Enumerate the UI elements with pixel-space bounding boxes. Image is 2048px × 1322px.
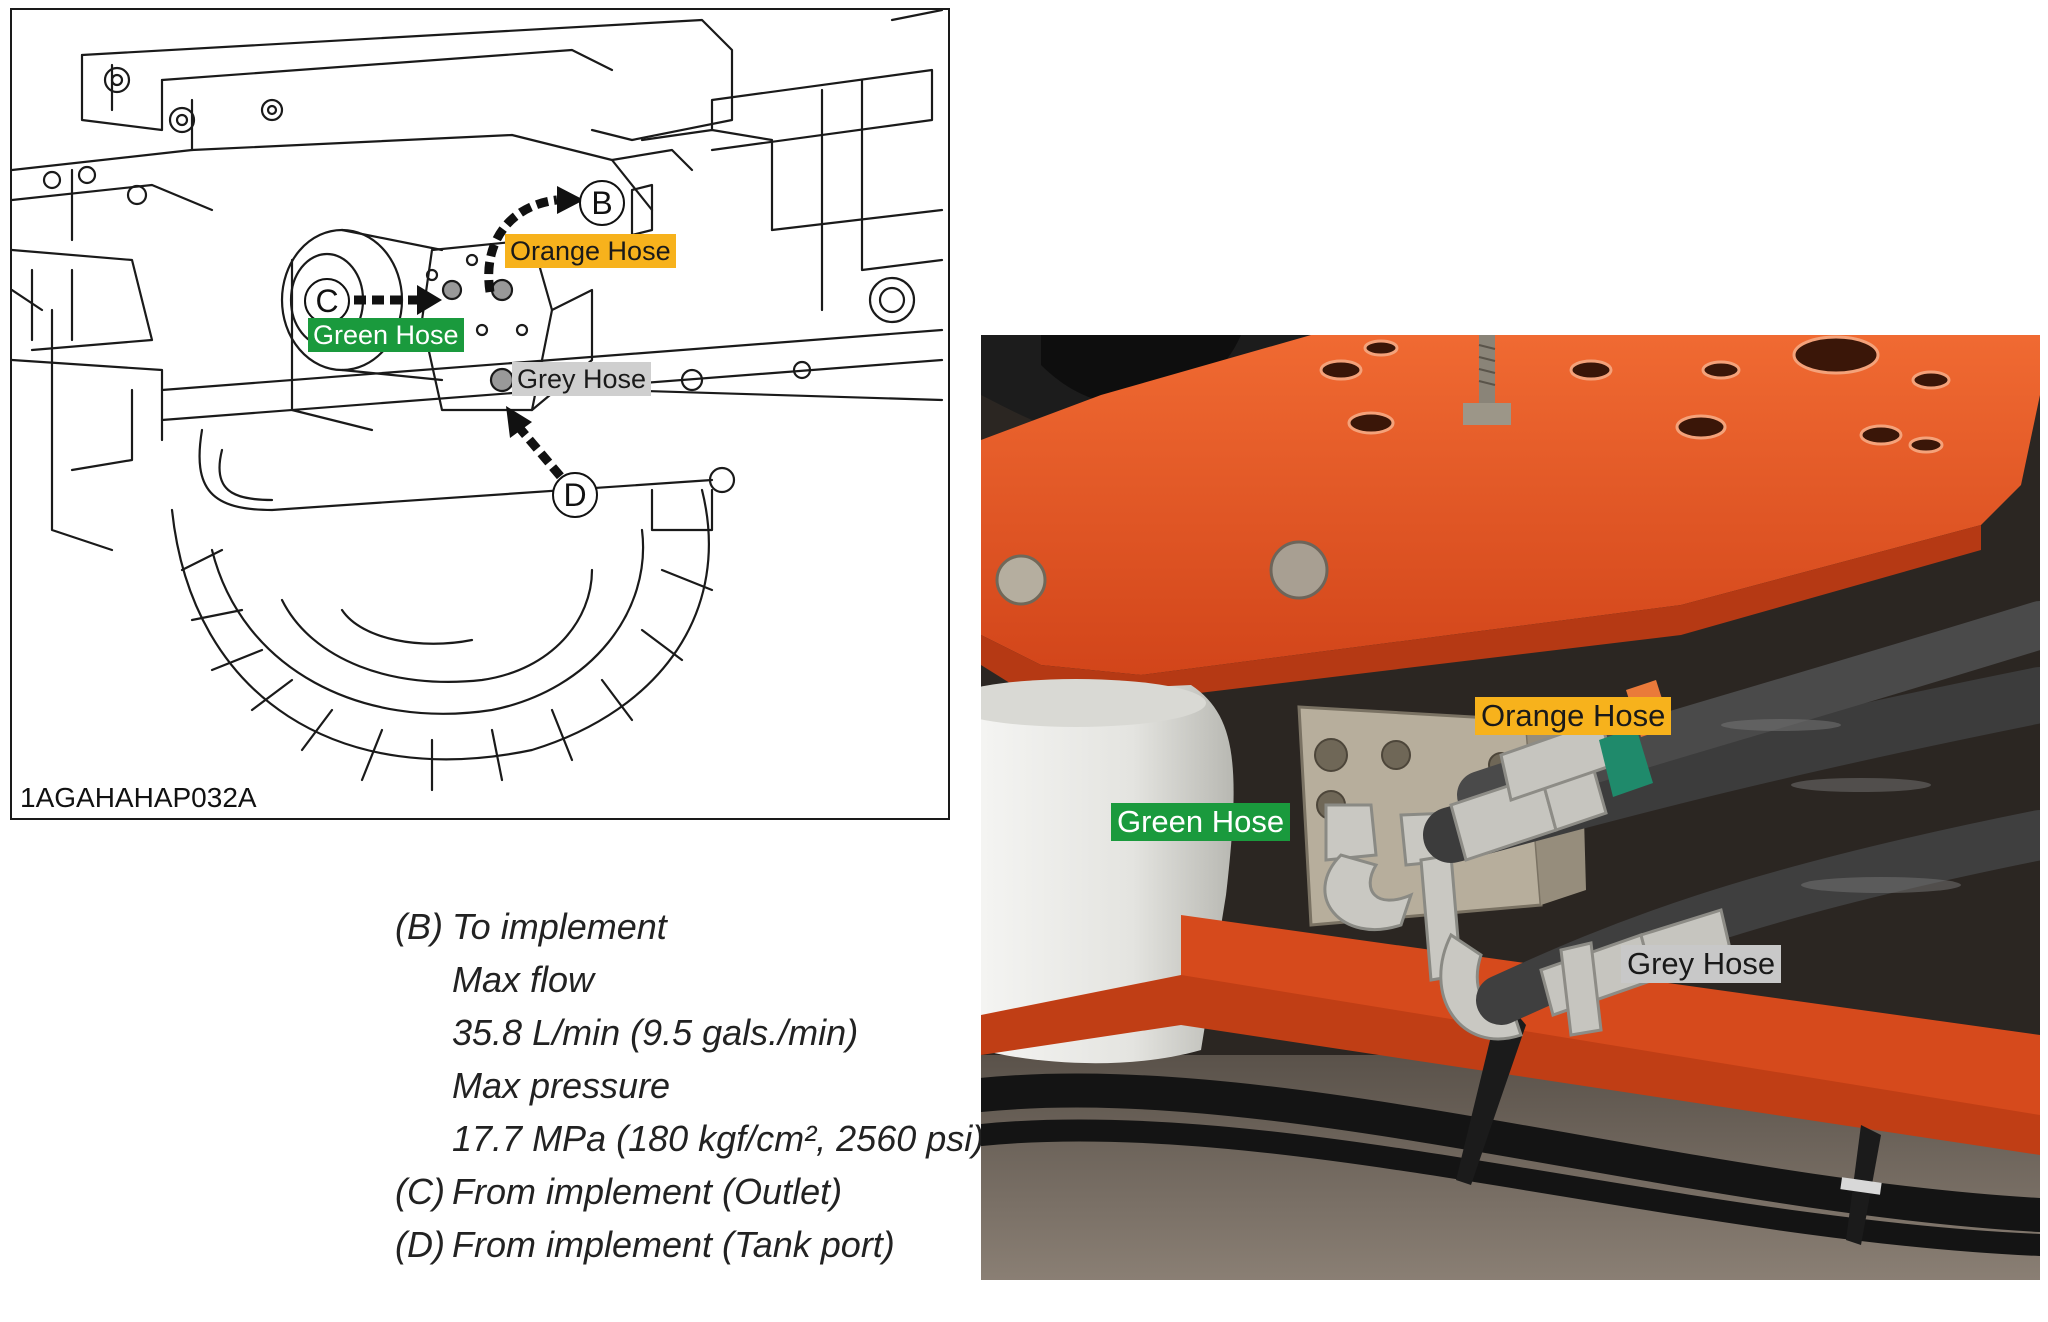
diagram-label-green-hose: Green Hose — [308, 318, 464, 352]
spec-text: To implement — [452, 906, 667, 947]
spec-text: Max pressure — [452, 1065, 671, 1106]
spec-key: (B) — [395, 906, 443, 947]
spec-row-b: (B) To implement — [395, 900, 955, 953]
spec-row-max-pressure: Max pressure — [395, 1059, 955, 1112]
spec-row-c: (C) From implement (Outlet) — [395, 1165, 955, 1218]
callout-letter-d: D — [552, 472, 598, 518]
spec-row-flow-value: 35.8 L/min (9.5 gals./min) — [395, 1006, 955, 1059]
diagram-label-grey-hose: Grey Hose — [512, 362, 652, 396]
photo-label-green-hose: Green Hose — [1111, 803, 1291, 841]
photo-label-grey-hose: Grey Hose — [1621, 945, 1782, 983]
spec-row-pressure-value: 17.7 MPa (180 kgf/cm², 2560 psi) — [395, 1112, 984, 1165]
figure-code: 1AGAHAHAP032A — [20, 782, 257, 813]
photo-label-orange-hose: Orange Hose — [1475, 697, 1672, 735]
spec-text: 35.8 L/min (9.5 gals./min) — [452, 1012, 859, 1053]
spec-text: From implement (Outlet) — [452, 1171, 843, 1212]
diagram-panel: B C D Orange Hose Green Hose Grey Hose 1… — [10, 8, 950, 820]
spec-list: (B) To implement Max flow 35.8 L/min (9.… — [395, 900, 984, 1271]
spec-key: (D) — [395, 1224, 445, 1265]
spec-text: Max flow — [452, 959, 595, 1000]
spec-text: From implement (Tank port) — [452, 1224, 895, 1265]
spec-text: 17.7 MPa (180 kgf/cm², 2560 psi) — [452, 1118, 985, 1159]
spec-key: (C) — [395, 1171, 445, 1212]
spec-row-max-flow: Max flow — [395, 953, 955, 1006]
callout-letter-b: B — [579, 180, 625, 226]
tractor-line-drawing — [12, 10, 944, 792]
spec-row-d: (D) From implement (Tank port) — [395, 1218, 955, 1271]
diagram-label-orange-hose: Orange Hose — [505, 234, 676, 268]
photo-panel: Orange Hose Green Hose Grey Hose — [981, 335, 2040, 1280]
